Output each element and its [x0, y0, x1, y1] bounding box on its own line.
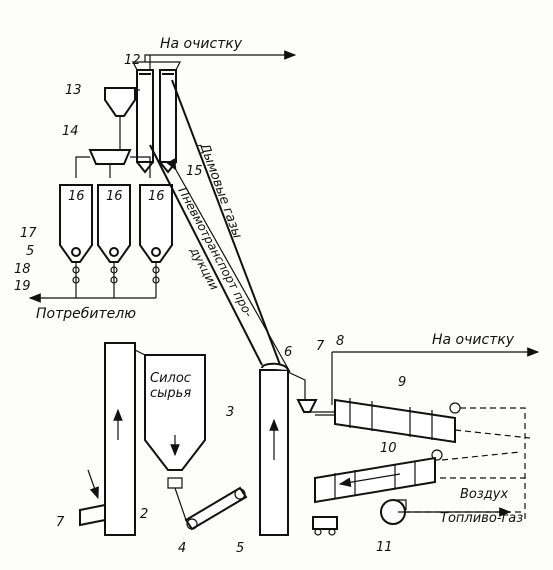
callout-16b: 16 — [106, 189, 123, 204]
silo-outlets — [72, 262, 160, 292]
to-cleaning-right-label: На очистку — [432, 332, 515, 348]
cyclone-tops — [132, 54, 181, 71]
pneumatic-transport-line — [149, 79, 291, 373]
feeder-7-left — [79, 469, 106, 527]
raw-silo-label-line2: сырья — [150, 386, 191, 401]
callout-19: 19 — [14, 279, 31, 294]
callout-14: 14 — [62, 124, 79, 139]
consumer-line — [28, 292, 157, 303]
cyclone-column-left — [136, 69, 154, 174]
fuel-gas-label: Топливо-газ — [440, 511, 523, 526]
callout-18: 18 — [14, 262, 31, 277]
callout-10: 10 — [380, 441, 397, 456]
callout-6: 6 — [284, 345, 292, 360]
callout-17: 17 — [20, 226, 37, 241]
screw-conveyor-5 — [174, 486, 248, 531]
callout-2: 2 — [140, 507, 148, 522]
callout-4: 4 — [178, 541, 186, 556]
callout-5-top: 5 — [26, 244, 34, 259]
callout-7-right: 7 — [316, 339, 325, 354]
product-silo-1 — [59, 184, 93, 263]
callout-16c: 16 — [148, 189, 165, 204]
callout-12: 12 — [124, 53, 141, 68]
callout-3: 3 — [226, 405, 234, 420]
bucket-elevator-6 — [259, 362, 289, 536]
callout-11: 11 — [376, 540, 393, 555]
callout-15: 15 — [186, 164, 203, 179]
fan-11 — [380, 499, 512, 525]
rotary-kiln-9 — [315, 398, 456, 444]
air-label: Воздух — [460, 487, 508, 502]
callout-8: 8 — [336, 334, 344, 349]
callout-7-left: 7 — [56, 515, 65, 530]
rotary-cooler-10 — [314, 456, 436, 504]
hopper-13 — [104, 87, 140, 130]
callout-5-bottom: 5 — [236, 541, 244, 556]
raw-silo-label-line1: Силос — [150, 371, 191, 386]
raw-material-silo-3 — [144, 354, 206, 489]
separator-14 — [75, 130, 151, 178]
callout-9: 9 — [398, 375, 406, 390]
to-consumers-label: Потребителю — [36, 306, 136, 322]
pneumatic-transport-label-line1: Пневмотранспорт про- — [175, 185, 255, 319]
to-cleaning-top-label: На очистку — [160, 36, 243, 52]
right-cleaning-line — [331, 347, 540, 405]
product-silo-3 — [139, 184, 173, 263]
product-cart — [312, 516, 338, 536]
bucket-elevator-2 — [104, 342, 156, 536]
callout-13: 13 — [65, 83, 82, 98]
product-silo-2 — [97, 184, 131, 263]
callout-16a: 16 — [68, 189, 85, 204]
feeder-7-8 — [287, 371, 335, 413]
